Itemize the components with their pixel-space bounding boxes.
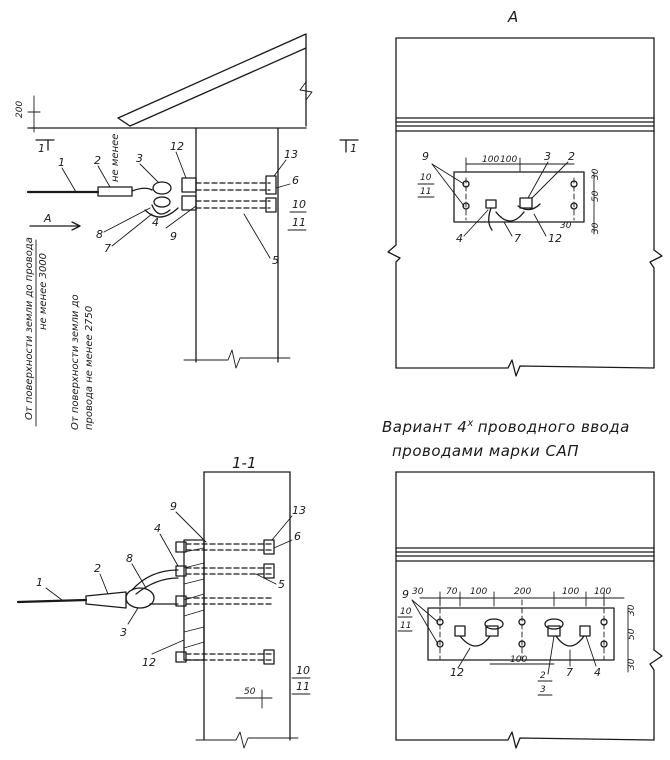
- callout-11: 11: [292, 216, 306, 229]
- va-callout-11: 11: [420, 187, 431, 197]
- sec-callout-2: 2: [94, 562, 101, 575]
- variant-title: Вариант 4х проводного ввода проводами мар…: [382, 418, 630, 460]
- callout-9: 9: [170, 230, 177, 243]
- variant-title-line1-end: проводного ввода: [478, 418, 630, 436]
- section-1-1: 1-1: [16, 454, 311, 749]
- callout-10: 10: [292, 198, 306, 211]
- v-dim-30-bottom: 30: [627, 658, 637, 670]
- dim-200: 200: [15, 101, 25, 118]
- v-callout-7: 7: [566, 666, 573, 679]
- view-arrow-label: А: [43, 212, 52, 225]
- sec-callout-10: 10: [296, 664, 310, 677]
- dim-30-bottom: 30: [591, 222, 601, 234]
- callout-2: 2: [94, 154, 101, 167]
- section-wire: [16, 598, 88, 604]
- va-callout-9: 9: [422, 150, 429, 163]
- v-dim-200: 200: [514, 587, 531, 597]
- mounting-plate: [453, 171, 585, 223]
- section-mark-right: 1: [350, 142, 357, 155]
- v-dim-100b: 100: [562, 587, 579, 597]
- callout-3: 3: [136, 152, 143, 165]
- va-callout-3: 3: [544, 150, 551, 163]
- section-mark-left: 1: [38, 142, 45, 155]
- v-dim-100a: 100: [470, 587, 487, 597]
- variant-view: 30 70 100 200 100 100 100 30 50 30 9 10 …: [395, 471, 663, 749]
- callout-13: 13: [284, 148, 298, 161]
- va-callout-10: 10: [420, 173, 432, 183]
- sec-callout-4: 4: [154, 522, 161, 535]
- sec-callout-5: 5: [278, 578, 285, 591]
- dim-30-top: 30: [591, 168, 601, 180]
- wood-pad-12: [183, 539, 205, 661]
- sec-callout-1: 1: [36, 576, 43, 589]
- dim-50: 50: [591, 190, 601, 202]
- roof-underside: [129, 47, 307, 127]
- dim-30-small: 30: [560, 221, 572, 231]
- ne-menee: не менее: [110, 134, 121, 182]
- sec-callout-8: 8: [126, 552, 133, 565]
- post-break: [183, 349, 291, 369]
- sec-callout-13: 13: [292, 504, 306, 517]
- variant-title-line1: Вариант 4: [382, 418, 467, 436]
- vertical-text-2b: провода не менее 2750: [84, 306, 95, 430]
- va-callout-4: 4: [456, 232, 463, 245]
- clamp-2: [97, 186, 133, 197]
- view-a: А 100 100 30 50 30 30 9: [387, 8, 663, 377]
- variant-title-sup: х: [466, 418, 473, 429]
- sec-callout-3: 3: [120, 626, 127, 639]
- v-dim-100c: 100: [594, 587, 611, 597]
- section-title: 1-1: [232, 454, 257, 472]
- v-callout-12: 12: [450, 666, 464, 679]
- va-callout-2: 2: [568, 150, 575, 163]
- v-dim-100-bottom: 100: [510, 655, 527, 665]
- v-dim-50: 50: [627, 628, 637, 640]
- callout-8: 8: [96, 228, 103, 241]
- break-mark: [299, 81, 313, 101]
- callout-4: 4: [152, 216, 159, 229]
- v-dim-70: 70: [446, 587, 458, 597]
- v-dim-30-top: 30: [627, 604, 637, 616]
- section-clamp: [85, 591, 127, 609]
- callout-7: 7: [104, 242, 111, 255]
- sec-callout-9: 9: [170, 500, 177, 513]
- dim-100-right: 100: [500, 155, 517, 165]
- view-a-label: А: [507, 8, 518, 26]
- sec-callout-6: 6: [294, 530, 301, 543]
- va-callout-12: 12: [548, 232, 562, 245]
- v-callout-10: 10: [400, 607, 412, 617]
- variant-title-line2: проводами марки САП: [392, 442, 579, 460]
- roof-line: [117, 33, 307, 119]
- v-callout-11: 11: [400, 621, 411, 631]
- v-callout-3: 3: [540, 685, 546, 695]
- elevation-view: 200 1 1 1 2 3 12: [15, 33, 359, 430]
- variant-plate: [427, 607, 615, 661]
- hook-3: [152, 181, 172, 195]
- callout-1: 1: [58, 156, 65, 169]
- callout-5: 5: [272, 254, 279, 267]
- callout-12: 12: [170, 140, 184, 153]
- vertical-text-1b: не менее 3000: [38, 253, 49, 330]
- callout-6: 6: [292, 174, 299, 187]
- v-callout-9: 9: [402, 588, 409, 601]
- vertical-text-1a: От поверхности земли до провода: [24, 237, 35, 420]
- sec-callout-11: 11: [296, 680, 310, 693]
- sec-callout-12: 12: [142, 656, 156, 669]
- v-dim-30a: 30: [412, 587, 424, 597]
- v-callout-2: 2: [540, 671, 546, 681]
- vertical-text-2a: От поверхности земли до: [70, 294, 81, 430]
- va-callout-7: 7: [514, 232, 521, 245]
- dim-100-left: 100: [482, 155, 499, 165]
- v-callout-4: 4: [594, 666, 601, 679]
- sec-dim-50: 50: [244, 687, 256, 697]
